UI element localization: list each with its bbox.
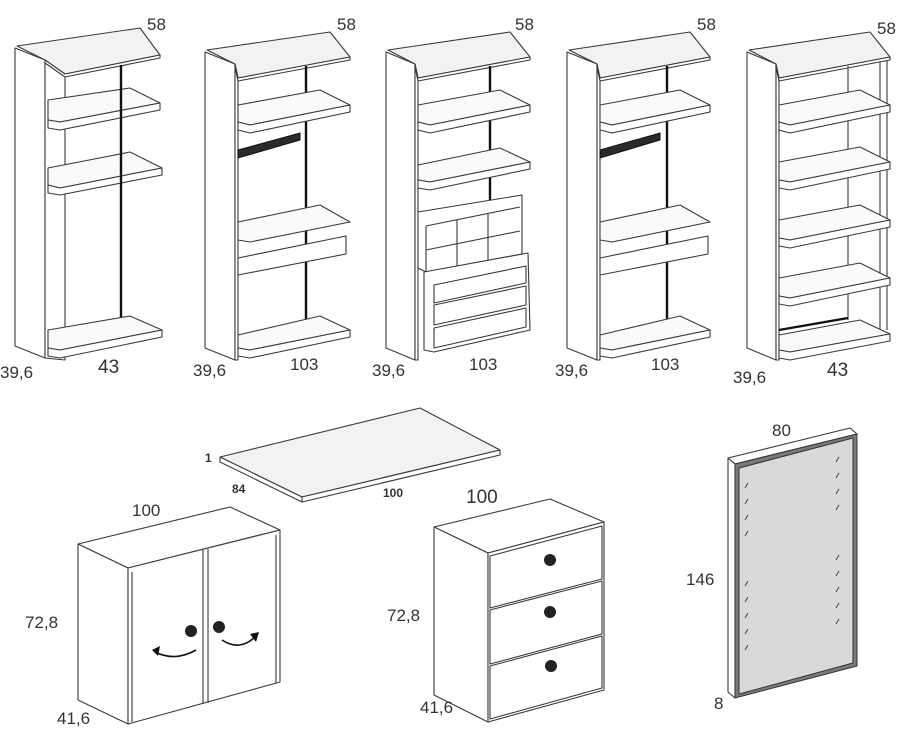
width-label: 80 [772,421,791,440]
module-5: 58 39,6 43 [733,19,896,387]
module-3: 58 39,6 103 [372,15,534,380]
width-label: 43 [827,360,848,381]
cabinet-front [127,529,281,725]
height-label: 72,8 [25,613,58,632]
drawer-knob [545,660,557,672]
mirror: 80 146 8 [686,421,858,713]
depth-label: 58 [877,19,896,38]
width-label: 100 [132,501,160,520]
hanging-rail [237,132,301,159]
drawer-2 [489,580,603,665]
side-label: 39,6 [555,361,588,380]
width-label: 43 [98,357,119,378]
side-label: 39,6 [733,368,766,387]
thickness-label: 1 [205,451,212,465]
depth-label: 41,6 [420,698,453,717]
drawer [599,235,709,276]
height-label: 72,8 [387,606,420,625]
module-1: 58 39,6 43 [0,15,166,382]
module-4: 58 39,6 103 [555,15,716,380]
desk-top: 1 84 100 [205,407,501,503]
width-label: 103 [290,355,318,374]
width-label: 103 [469,355,497,374]
desk-shelf [599,204,711,243]
mirror-glass [738,437,854,695]
drawer-3 [489,635,603,720]
width-label: 103 [651,355,679,374]
side-label: 39,6 [193,361,226,380]
module-2: 58 39,6 103 [193,15,356,380]
depth-label: 58 [697,15,716,34]
depth-label: 58 [147,15,166,34]
cabinet: 100 72,8 41,6 [25,501,281,728]
side-panel [14,47,46,359]
drawer-knob [544,554,556,566]
hanging-rail [599,132,661,159]
depth-label: 58 [337,15,356,34]
desk-shelf [237,204,351,243]
depth-label: 84 [232,482,246,496]
left-door-knob [185,625,197,637]
drawer [237,235,347,276]
side-label: 39,6 [372,361,405,380]
right-door-knob [213,621,225,633]
depth-label: 8 [714,694,723,713]
drawer-1 [489,525,603,609]
depth-label: 41,6 [57,709,90,728]
width-label: 100 [383,486,403,500]
side-label: 39,6 [0,363,33,382]
chest-of-drawers: 100 72,8 41,6 [387,487,605,723]
height-label: 146 [686,570,714,589]
width-label: 100 [466,487,498,508]
drawer-knob [544,606,556,618]
depth-label: 58 [515,15,534,34]
